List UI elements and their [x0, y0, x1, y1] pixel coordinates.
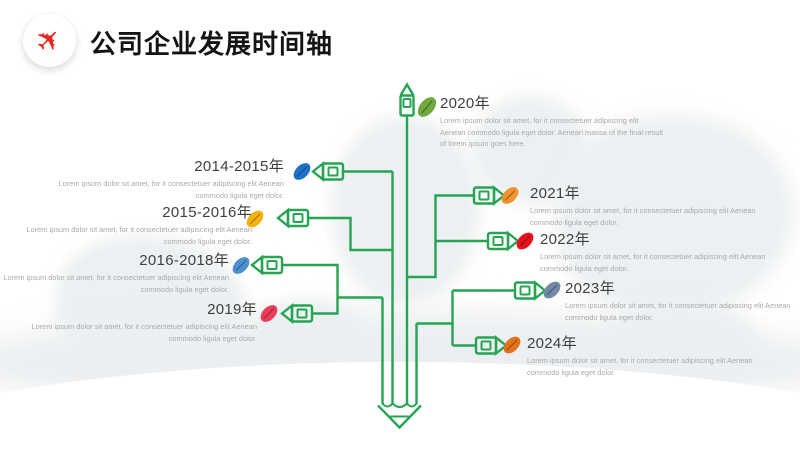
milestone-year: 2020年	[440, 95, 490, 112]
milestone-2024: 2024年 Lorem ipsum dolor sit amet, for it…	[527, 332, 772, 378]
milestone-year: 2024年	[527, 335, 577, 352]
leaf-icon	[503, 336, 521, 354]
milestone-year: 2022年	[540, 231, 590, 248]
connector-2016-2019	[282, 263, 339, 315]
milestone-desc: Lorem ipsum dolor sit amet, for it conse…	[58, 179, 284, 200]
leaf-icon	[417, 97, 437, 117]
milestone-2016-2018: 2016-2018年 Lorem ipsum dolor sit amet, f…	[0, 249, 229, 295]
milestone-desc: Lorem ipsum dolor sit amet, for it conse…	[540, 252, 766, 273]
branch-arrow-icon	[513, 280, 547, 301]
map-watermark-blob	[330, 115, 480, 305]
leaf-icon	[246, 210, 264, 228]
map-watermark-blob	[555, 115, 795, 315]
milestone-year: 2021年	[530, 185, 580, 202]
logo-badge: ✈	[23, 14, 76, 67]
milestone-desc: Lorem ipsum dolor sit amet, for it conse…	[530, 206, 756, 227]
leaf-icon	[293, 163, 311, 180]
connector-2015	[308, 216, 393, 252]
milestone-2022: 2022年 Lorem ipsum dolor sit amet, for it…	[540, 228, 785, 274]
branch-arrow-icon	[311, 161, 345, 182]
branch-arrow-icon	[486, 230, 520, 252]
leaf-icon	[516, 232, 534, 250]
milestone-year: 2023年	[565, 280, 615, 297]
branch-arrow-icon	[280, 303, 314, 324]
milestone-desc: Lorem ipsum dolor sit amet, for it conse…	[3, 273, 229, 294]
branch-arrow-icon	[250, 254, 284, 276]
branch-arrow-icon	[276, 207, 310, 229]
milestone-year: 2019年	[207, 301, 257, 318]
milestone-year: 2014-2015年	[194, 158, 284, 175]
milestone-desc: Lorem ipsum dolor sit amet, for it conse…	[565, 301, 791, 322]
milestone-2015-2016: 2015-2016年 Lorem ipsum dolor sit amet, f…	[12, 201, 252, 247]
milestone-desc: Lorem ipsum dolor sit amet, for it conse…	[26, 225, 252, 246]
milestone-desc: Lorem ipsum dolor sit amet, for it conse…	[31, 322, 257, 343]
airplane-icon: ✈	[28, 19, 70, 61]
branch-arrow-icon	[474, 335, 508, 356]
milestone-desc: Lorem ipsum dolor sit amet, for it conse…	[440, 116, 664, 148]
leaf-icon	[260, 305, 278, 322]
page-title: 公司企业发展时间轴	[90, 29, 334, 59]
milestone-year: 2016-2018年	[139, 252, 229, 269]
connector-2021	[407, 194, 474, 279]
milestone-2014-2015: 2014-2015年 Lorem ipsum dolor sit amet, f…	[44, 155, 284, 201]
leaf-icon	[232, 257, 250, 274]
leaf-icon	[501, 187, 519, 204]
milestone-desc: Lorem ipsum dolor sit amet, for it conse…	[527, 356, 753, 377]
connector-2023-2024	[451, 289, 515, 347]
milestone-2020: 2020年 Lorem ipsum dolor sit amet, for it…	[440, 92, 665, 150]
pencil-body	[377, 82, 422, 430]
milestone-2023: 2023年 Lorem ipsum dolor sit amet, for it…	[565, 277, 800, 323]
milestone-2019: 2019年 Lorem ipsum dolor sit amet, for it…	[17, 298, 257, 344]
leaf-icon	[543, 281, 561, 299]
milestone-2021: 2021年 Lorem ipsum dolor sit amet, for it…	[530, 182, 775, 228]
left-connectors	[282, 170, 393, 315]
right-connectors	[407, 194, 515, 347]
branch-arrow-icon	[472, 185, 506, 206]
milestone-year: 2015-2016年	[162, 204, 252, 221]
